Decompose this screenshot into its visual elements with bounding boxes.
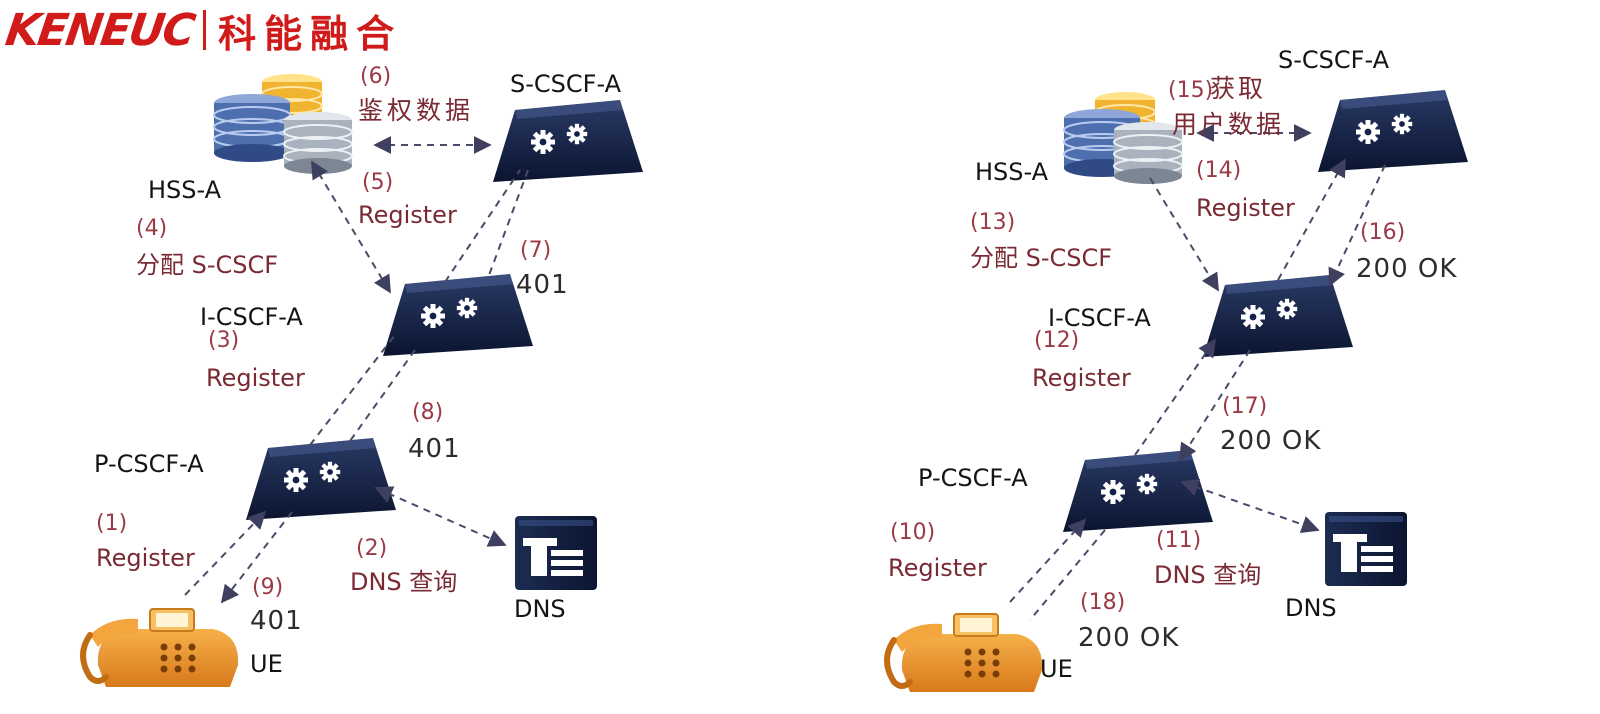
right-arrow-10 (1009, 518, 1087, 603)
right-arrow-16 (1328, 164, 1386, 287)
right-step-15-text-line1: 获取 (1210, 74, 1267, 103)
right-step-10-number: (10) (890, 520, 936, 545)
left-dns-server-icon (515, 516, 597, 590)
right-step-10-text: Register (888, 554, 987, 582)
right-scscf-node-icon (1318, 90, 1468, 172)
right-dns-label: DNS (1285, 594, 1337, 622)
right-pcscf-label: P-CSCF-A (918, 464, 1028, 492)
left-pcscf-node-icon (246, 438, 396, 520)
left-step-4-number: (4) (136, 216, 168, 241)
right-icscf-node-icon (1203, 275, 1353, 357)
right-icscf-label: I-CSCF-A (1048, 304, 1151, 332)
left-flow (83, 73, 643, 687)
left-arrow-7 (487, 169, 529, 279)
right-ue-label: UE (1040, 655, 1073, 683)
right-step-11-text: DNS 查询 (1154, 561, 1262, 589)
left-icscf-label: I-CSCF-A (200, 303, 303, 331)
right-arrow-11 (1180, 478, 1320, 534)
left-dns-label: DNS (514, 595, 566, 623)
left-step-5-number: (5) (362, 170, 394, 195)
right-flow (887, 90, 1468, 692)
left-arrow-2 (374, 486, 507, 547)
right-step-11-number: (11) (1156, 528, 1202, 553)
right-step-16-text: 200 OK (1356, 254, 1458, 284)
left-step-3-number: (3) (208, 328, 240, 353)
right-step-12-number: (12) (1034, 328, 1080, 353)
left-step-7-number: (7) (520, 238, 552, 263)
left-hss-label: HSS-A (148, 176, 222, 204)
left-step-6-text: 鉴权数据 (358, 96, 475, 125)
right-step-18-number: (18) (1080, 590, 1126, 615)
left-step-8-text: 401 (408, 434, 461, 464)
right-hss-database-icon (1063, 91, 1183, 185)
right-pcscf-node-icon (1063, 450, 1213, 532)
right-step-16-number: (16) (1360, 220, 1406, 245)
left-hss-database-icon (213, 73, 353, 175)
left-step-5-text: Register (358, 201, 457, 229)
left-ue-label: UE (250, 650, 283, 678)
left-arrow-1 (184, 510, 267, 596)
left-arrow-8 (344, 349, 416, 449)
left-step-7-text: 401 (516, 270, 569, 300)
right-arrow-13 (1149, 177, 1219, 292)
left-step-1-number: (1) (96, 511, 128, 536)
right-scscf-label: S-CSCF-A (1278, 46, 1389, 74)
right-arrow-18 (1029, 529, 1106, 621)
left-arrow-5 (444, 169, 521, 283)
left-step-3-text: Register (206, 364, 305, 392)
left-step-6-number: (6) (360, 64, 392, 89)
right-step-17-number: (17) (1222, 394, 1268, 419)
right-arrow-12 (1134, 338, 1217, 456)
left-pcscf-label: P-CSCF-A (94, 450, 204, 478)
right-ue-phone-icon (887, 614, 1042, 692)
left-arrow-9 (220, 511, 293, 604)
right-step-12-text: Register (1032, 364, 1131, 392)
left-step-9-text: 401 (250, 606, 303, 636)
right-step-18-text: 200 OK (1078, 623, 1180, 653)
brand-chinese: 科能融合 (218, 11, 403, 56)
brand-divider (203, 10, 207, 50)
right-hss-label: HSS-A (975, 158, 1049, 186)
right-step-15-text-line2: 用户数据 (1172, 110, 1285, 139)
brand-logo: KENEUC 科能融合 (2, 5, 402, 56)
left-ue-phone-icon (83, 609, 238, 687)
right-step-13-text: 分配 S-CSCF (970, 244, 1113, 272)
right-step-14-number: (14) (1196, 158, 1242, 183)
left-arrow-3 (309, 334, 396, 446)
right-step-15-number: (15) (1168, 78, 1214, 103)
left-step-1-text: Register (96, 544, 195, 572)
left-scscf-node-icon (493, 100, 643, 182)
right-dns-server-icon (1325, 512, 1407, 586)
right-step-17-text: 200 OK (1220, 426, 1322, 456)
right-step-13-number: (13) (970, 210, 1016, 235)
left-step-2-text: DNS 查询 (350, 568, 458, 596)
left-step-2-number: (2) (356, 536, 388, 561)
left-icscf-node-icon (383, 274, 533, 356)
left-scscf-label: S-CSCF-A (510, 70, 621, 98)
right-step-14-text: Register (1196, 194, 1295, 222)
left-step-9-number: (9) (252, 575, 284, 600)
left-step-4-text: 分配 S-CSCF (136, 251, 279, 279)
right-arrow-14 (1277, 158, 1346, 281)
left-step-8-number: (8) (412, 400, 444, 425)
right-arrow-17 (1179, 349, 1251, 462)
